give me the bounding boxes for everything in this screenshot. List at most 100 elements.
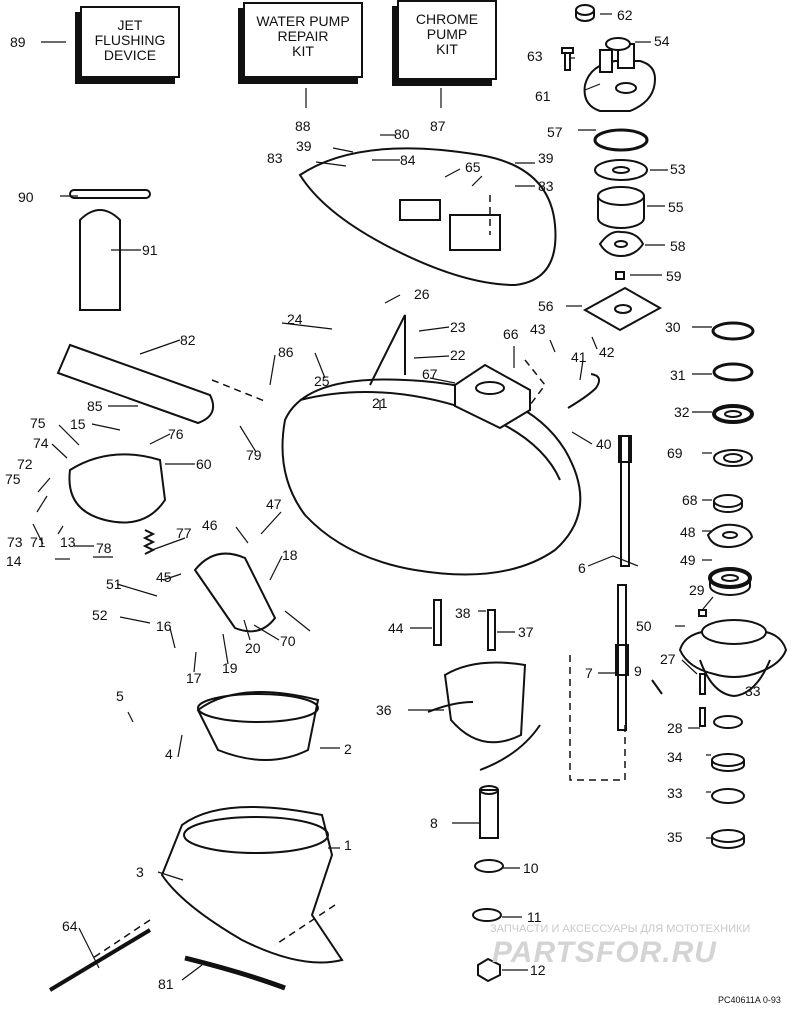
label-67: 67 (422, 366, 438, 382)
label-55: 55 (668, 199, 684, 215)
label-60: 60 (196, 456, 212, 472)
label-32: 32 (674, 404, 690, 420)
kit-87-line-1: CHROME (415, 11, 479, 27)
label-79: 79 (246, 447, 262, 463)
tube-82 (56, 343, 214, 425)
kit-box-88: WATER PUMP REPAIR KIT (243, 2, 363, 78)
label-23: 23 (450, 319, 466, 335)
kit-88-line-2: REPAIR (277, 28, 329, 44)
label-14: 14 (6, 553, 22, 569)
label-31: 31 (670, 367, 686, 383)
label-6: 6 (578, 560, 586, 576)
label-51: 51 (106, 576, 122, 592)
label-47: 47 (266, 496, 282, 512)
plate-53 (594, 159, 648, 181)
label-59: 59 (666, 268, 682, 284)
label-26: 26 (414, 286, 430, 302)
label-41: 41 (571, 349, 587, 365)
kit-89-line-1: JET (117, 17, 143, 33)
label-43: 43 (530, 321, 546, 337)
plate-56 (582, 286, 663, 332)
flusher-91 (69, 189, 151, 311)
washer-68 (713, 494, 743, 513)
screw-27 (699, 673, 706, 695)
washer-10 (474, 859, 504, 873)
liner-55 (597, 186, 645, 229)
label-33b: 33 (667, 785, 683, 801)
label-66: 66 (503, 326, 519, 342)
link-81 (184, 955, 286, 991)
label-8: 8 (430, 815, 438, 831)
label-10: 10 (523, 860, 539, 876)
ring-33b (711, 788, 745, 804)
driveshaft-7 (615, 584, 629, 731)
impeller-36 (427, 661, 541, 771)
label-78: 78 (96, 540, 112, 556)
label-53: 53 (670, 161, 686, 177)
label-1: 1 (344, 837, 352, 853)
label-61: 61 (535, 88, 551, 104)
label-24: 24 (287, 311, 303, 327)
seal-35 (711, 829, 745, 849)
kit-89-line-2: FLUSHING (94, 32, 166, 48)
label-54: 54 (654, 33, 670, 49)
label-73: 73 (7, 534, 23, 550)
label-77: 77 (176, 525, 192, 541)
bolt-44 (433, 599, 442, 646)
label-11: 11 (527, 909, 542, 925)
label-33a: 33 (745, 683, 761, 699)
driveshaft-6 (618, 435, 632, 567)
impeller-58 (598, 230, 645, 258)
label-72: 72 (17, 456, 33, 472)
rod-64 (48, 928, 152, 992)
label-57: 57 (547, 124, 563, 140)
kit-87-line-2: PUMP (426, 26, 468, 42)
label-74: 74 (33, 435, 49, 451)
label-68: 68 (682, 492, 698, 508)
label-18: 18 (282, 547, 298, 563)
label-83a: 83 (267, 150, 283, 166)
label-64: 64 (62, 918, 78, 934)
label-83b: 83 (538, 178, 554, 194)
label-36: 36 (376, 702, 392, 718)
label-28: 28 (667, 720, 683, 736)
label-88: 88 (295, 118, 311, 134)
ring-2 (196, 691, 320, 761)
label-38: 38 (455, 605, 471, 621)
nut-29 (698, 609, 707, 617)
sleeve-8 (479, 785, 499, 839)
label-40: 40 (596, 436, 612, 452)
housing-50 (678, 619, 788, 698)
snap-ring-30 (711, 321, 755, 341)
label-48: 48 (680, 524, 696, 540)
label-39b: 39 (538, 150, 554, 166)
label-65: 65 (465, 159, 481, 175)
lever-70 (193, 552, 277, 633)
label-39a: 39 (296, 138, 312, 154)
label-3: 3 (136, 864, 144, 880)
label-82: 82 (180, 332, 196, 348)
label-49: 49 (680, 552, 696, 568)
label-25: 25 (314, 373, 330, 389)
kit-87-line-3: KIT (436, 41, 458, 57)
label-85: 85 (87, 398, 103, 414)
label-84: 84 (400, 152, 416, 168)
screw-63 (561, 47, 574, 71)
label-62: 62 (617, 7, 633, 23)
label-34: 34 (667, 749, 683, 765)
label-44: 44 (388, 620, 404, 636)
gasket-57 (593, 128, 649, 152)
label-21: 21 (372, 395, 388, 411)
label-16: 16 (156, 618, 172, 634)
label-50: 50 (636, 618, 652, 634)
label-86: 86 (278, 344, 294, 360)
key-59 (615, 271, 625, 280)
o-ring-31 (712, 362, 754, 382)
label-15: 15 (70, 416, 86, 432)
label-27: 27 (660, 651, 676, 667)
top-plate-65 (298, 147, 557, 287)
label-80: 80 (394, 126, 410, 142)
label-2: 2 (344, 741, 352, 757)
